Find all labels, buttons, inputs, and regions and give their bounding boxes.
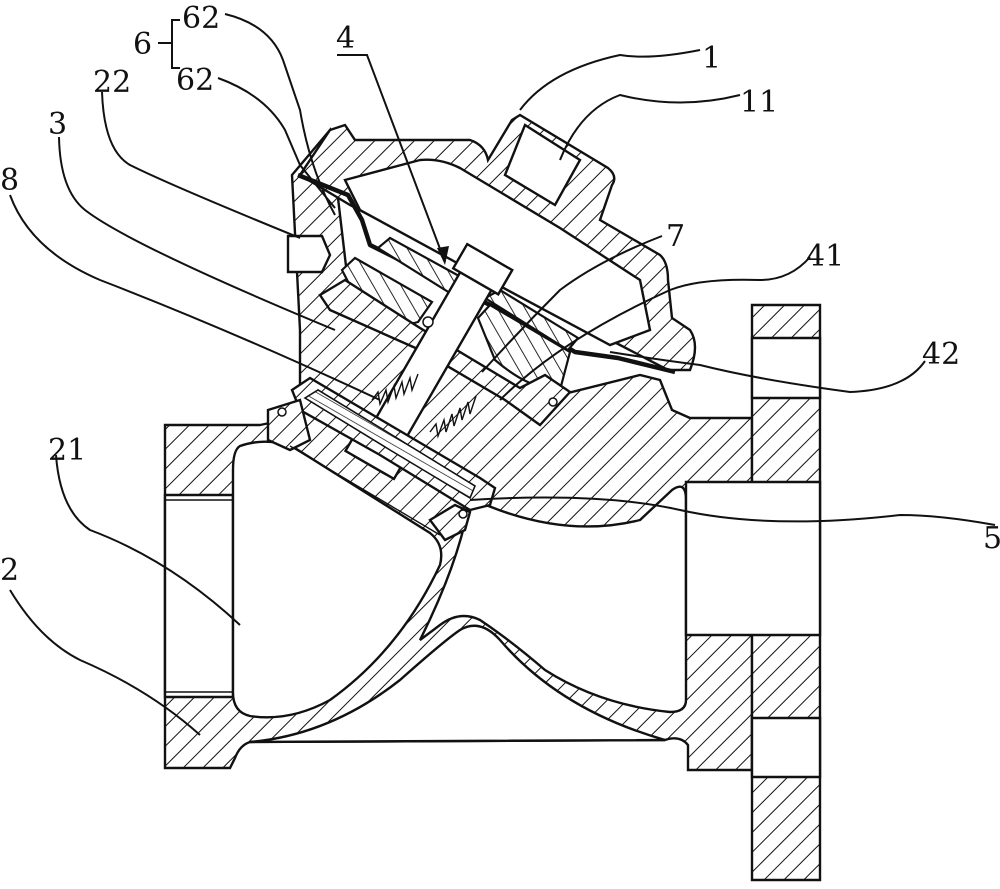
seat-face	[289, 445, 441, 536]
leader-62-upper	[224, 13, 336, 216]
o-ring-seat	[277, 407, 287, 417]
leader-5	[469, 496, 996, 526]
label-2: 2	[0, 553, 19, 588]
o-ring-seat-right	[458, 509, 468, 519]
leader-21	[55, 454, 241, 626]
inlet-bore	[163, 493, 235, 699]
label-7: 7	[666, 219, 685, 254]
bonnet-cavity	[343, 158, 652, 347]
label-4: 4	[336, 21, 355, 56]
label-22: 22	[93, 65, 131, 100]
label-5: 5	[983, 521, 1000, 556]
lower-cavity	[249, 624, 666, 744]
flange-bolt-hole-bottom	[750, 716, 822, 779]
flange-bolt-hole-top	[750, 336, 822, 400]
inlet-chamber	[231, 440, 443, 719]
leader-41	[499, 256, 811, 401]
leader-3	[58, 136, 336, 331]
leader-22	[101, 91, 301, 239]
leader-4-arrow	[437, 246, 449, 265]
pilot-port-22	[286, 234, 332, 274]
leader-62-lower	[217, 77, 336, 209]
o-ring-sleeve	[548, 397, 558, 407]
label-41: 41	[806, 239, 844, 274]
outlet-chamber	[418, 485, 688, 714]
reference-labels: 6 62 62 22 3 8 4 1 11 7 41 42 5 21 2	[0, 1, 1000, 588]
label-11: 11	[740, 85, 778, 120]
leader-2	[9, 589, 201, 736]
spring-right	[429, 395, 477, 439]
leader-1	[519, 49, 701, 111]
leader-7	[481, 235, 663, 373]
label-1: 1	[702, 41, 721, 76]
o-ring-plate	[422, 316, 434, 328]
label-62-lower: 62	[176, 63, 214, 98]
label-3: 3	[48, 107, 67, 142]
leader-lines	[9, 13, 996, 736]
leader-8	[9, 194, 381, 401]
leader-11	[559, 93, 741, 161]
label-42: 42	[922, 337, 960, 372]
disc-rubber	[303, 389, 477, 500]
stem-cap	[451, 242, 514, 296]
label-62-upper: 62	[182, 1, 220, 36]
leader-4	[337, 54, 446, 263]
label-6: 6	[133, 27, 152, 62]
bonnet	[286, 113, 697, 372]
label-21: 21	[48, 433, 86, 468]
leader-6-bracket	[158, 19, 180, 69]
flange-bore	[684, 480, 822, 637]
label-8: 8	[0, 163, 19, 198]
spring-left	[371, 373, 419, 407]
vent-port-11	[503, 123, 582, 207]
disc-assembly	[266, 316, 558, 542]
leader-42	[609, 351, 926, 394]
valve-body	[163, 127, 822, 882]
